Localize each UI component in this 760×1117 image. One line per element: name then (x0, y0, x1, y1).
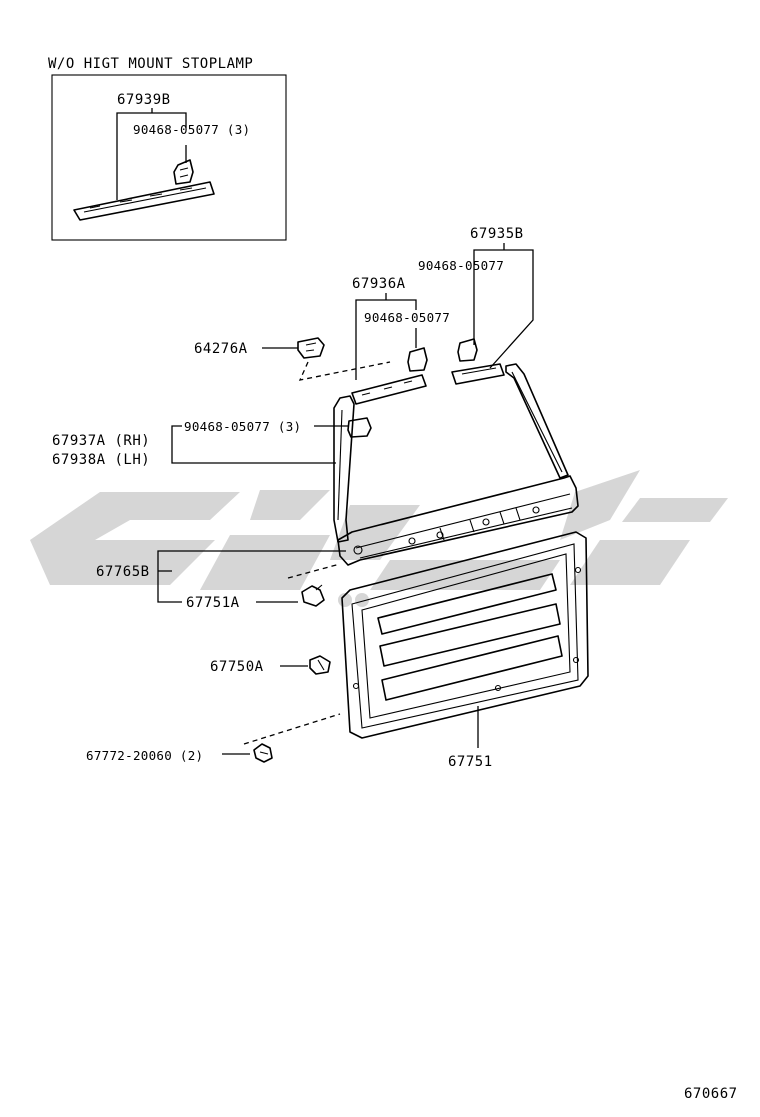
label-67751A: 67751A (186, 595, 240, 611)
clip-90468-a (457, 338, 478, 362)
dashed-guide-67772 (243, 713, 341, 745)
fastener-67750A (309, 655, 331, 675)
side-garnish-right (505, 363, 569, 479)
label-67765B: 67765B (96, 564, 150, 580)
lower-garnish-67765B (337, 475, 579, 566)
back-door-trim-board-67751 (341, 531, 589, 739)
label-64276A: 64276A (194, 341, 248, 357)
label-67936A: 67936A (352, 276, 406, 292)
inset-title: W/O HIGT MOUNT STOPLAMP (48, 56, 253, 72)
stay-clip-64276A (297, 337, 325, 359)
label-67938A: 67938A (LH) (52, 452, 150, 468)
clip-90468-c (347, 417, 372, 438)
clip-67751A (301, 584, 325, 607)
label-inset-clip: 90468-05077 (3) (133, 122, 250, 137)
inset-garnish-molding (73, 181, 215, 221)
label-90468-a: 90468-05077 (418, 258, 504, 273)
side-garnish-left (333, 395, 355, 543)
garnish-67935B (451, 363, 505, 385)
dashed-guide-64276A (298, 361, 391, 381)
label-67937A: 67937A (RH) (52, 433, 150, 449)
garnish-67936A (351, 374, 427, 405)
label-90468-c: 90468-05077 (3) (184, 419, 301, 434)
label-67750A: 67750A (210, 659, 264, 675)
figure-number: 670667 (684, 1086, 738, 1102)
screw-67772 (253, 743, 273, 763)
label-67772-20060: 67772-20060 (2) (86, 748, 203, 763)
watermark-logo (30, 470, 728, 607)
label-67939B: 67939B (117, 92, 171, 108)
label-67935B: 67935B (470, 226, 524, 242)
label-90468-b: 90468-05077 (364, 310, 450, 325)
inset-box: W/O HIGT MOUNT STOPLAMP 67939B 90468-050… (48, 56, 287, 241)
label-67751: 67751 (448, 754, 493, 770)
clip-90468-b (407, 347, 428, 372)
inset-clip-icon (173, 159, 194, 185)
